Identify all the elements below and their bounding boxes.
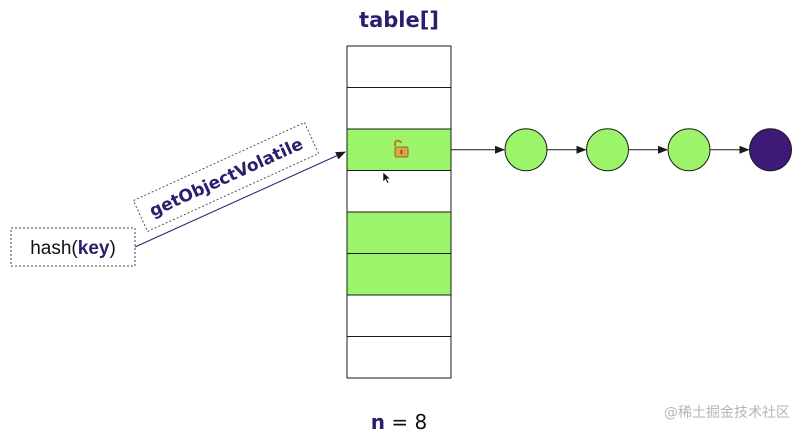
table-slot-filled: [346, 253, 452, 296]
chain-node-tail: [749, 128, 792, 172]
linked-list-chain: [451, 128, 792, 172]
table-slot-empty: [346, 87, 452, 130]
chain-node: [667, 128, 711, 172]
table-slot-empty: [346, 170, 452, 213]
open-padlock-icon: [394, 139, 409, 158]
get-object-volatile-text: getObjectVolatile: [146, 134, 306, 221]
table-slot-empty: [346, 336, 452, 379]
table-size-label: n = 8: [371, 410, 427, 434]
lookup-arrow: [134, 151, 346, 248]
table-slot-empty: [346, 294, 452, 337]
chain-node: [586, 128, 629, 172]
table-slot-empty: [346, 45, 452, 88]
chain-node: [504, 128, 548, 172]
hash-key-label: hash(key): [30, 238, 116, 259]
mouse-cursor-icon: [382, 171, 392, 184]
table-title: table[]: [359, 8, 439, 32]
table-array: [346, 45, 452, 379]
hash-box: [10, 227, 136, 267]
table-slot-filled: [346, 211, 452, 254]
watermark-text: @稀土掘金技术社区: [664, 405, 790, 421]
